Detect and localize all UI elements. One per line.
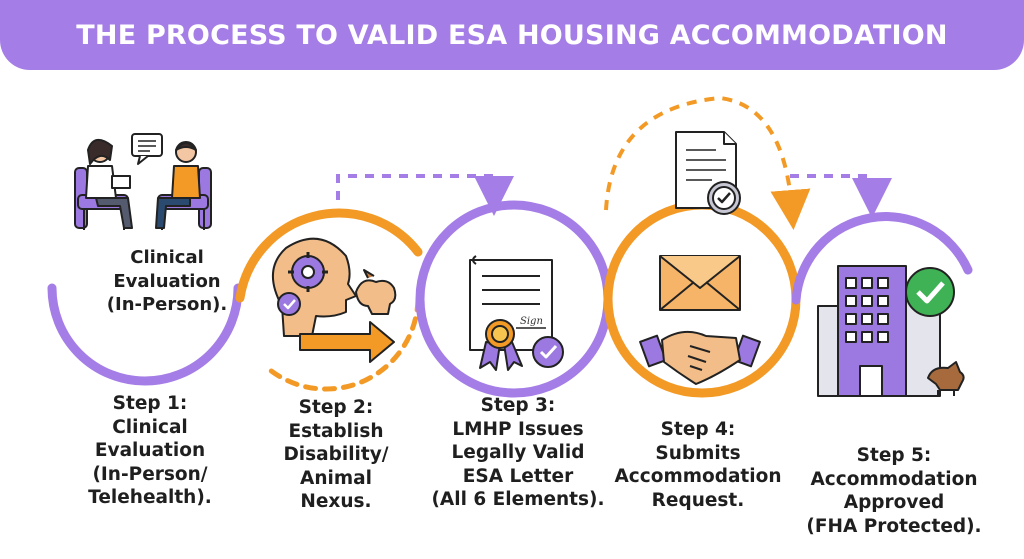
step-3-line: ESA Letter	[462, 465, 574, 487]
connector-arrow-3-4	[604, 95, 811, 230]
step-4-line: Request.	[651, 489, 745, 511]
step-1-line: Telehealth).	[88, 487, 212, 508]
therapist-client-icon	[74, 133, 212, 230]
step-2-line: Step 2:	[298, 397, 374, 418]
step-3-line: Legally Valid	[451, 442, 585, 463]
step-5-line: (FHA Protected).	[806, 515, 982, 537]
step-1-line: Step 1:	[112, 393, 188, 414]
clinical-evaluation-inner-label: Clinical Evaluation (In-Person).	[92, 246, 242, 317]
step-1-line: Clinical	[112, 416, 188, 438]
step-1-label: Step 1: Clinical Evaluation (In-Person/ …	[68, 392, 232, 510]
step-2-label: Step 2: Establish Disability/ Animal Nex…	[256, 396, 416, 514]
step2-arc	[235, 208, 423, 392]
step-3-line: (All 6 Elements).	[431, 489, 605, 510]
step-4-line: Accommodation	[614, 466, 782, 487]
request-document-icon	[675, 131, 741, 215]
step-2-line: Disability/	[283, 444, 389, 465]
signature-text: Sign	[520, 316, 543, 327]
step-3-label: Step 3: LMHP Issues Legally Valid ESA Le…	[420, 394, 616, 512]
connector-arrow-2-3	[336, 174, 514, 216]
inner-label-line: Clinical	[130, 247, 204, 268]
step-3-line: LMHP Issues	[452, 418, 584, 440]
approved-building-icon	[817, 265, 965, 397]
step-1-line: Evaluation	[94, 440, 206, 461]
step-4-label: Step 4: Submits Accommodation Request.	[600, 418, 796, 512]
banner-title: THE PROCESS TO VALID ESA HOUSING ACCOMMO…	[76, 19, 948, 51]
step-3-line: Step 3:	[480, 395, 556, 416]
step-1-line: (In-Person/	[92, 463, 208, 485]
step-2-line: Nexus.	[300, 491, 372, 512]
step-2-line: Establish	[288, 420, 384, 442]
title-banner: THE PROCESS TO VALID ESA HOUSING ACCOMMO…	[0, 0, 1024, 70]
step-2-line: Animal	[300, 467, 372, 489]
step-4-line: Submits	[655, 442, 741, 464]
esa-letter-certificate-icon	[469, 255, 564, 371]
step-4-line: Step 4:	[660, 419, 736, 440]
connector-arrow-4-5	[790, 174, 892, 218]
step-5-line: Accommodation	[810, 468, 978, 490]
head-gear-dog-icon	[271, 237, 397, 363]
envelope-handshake-icon	[639, 255, 761, 385]
step-5-line: Step 5:	[856, 445, 932, 466]
step-5-label: Step 5: Accommodation Approved (FHA Prot…	[794, 444, 994, 538]
step1-arc	[47, 283, 243, 386]
step-5-line: Approved	[843, 492, 945, 513]
inner-label-line: (In-Person).	[106, 294, 228, 315]
inner-label-line: Evaluation	[113, 270, 221, 292]
